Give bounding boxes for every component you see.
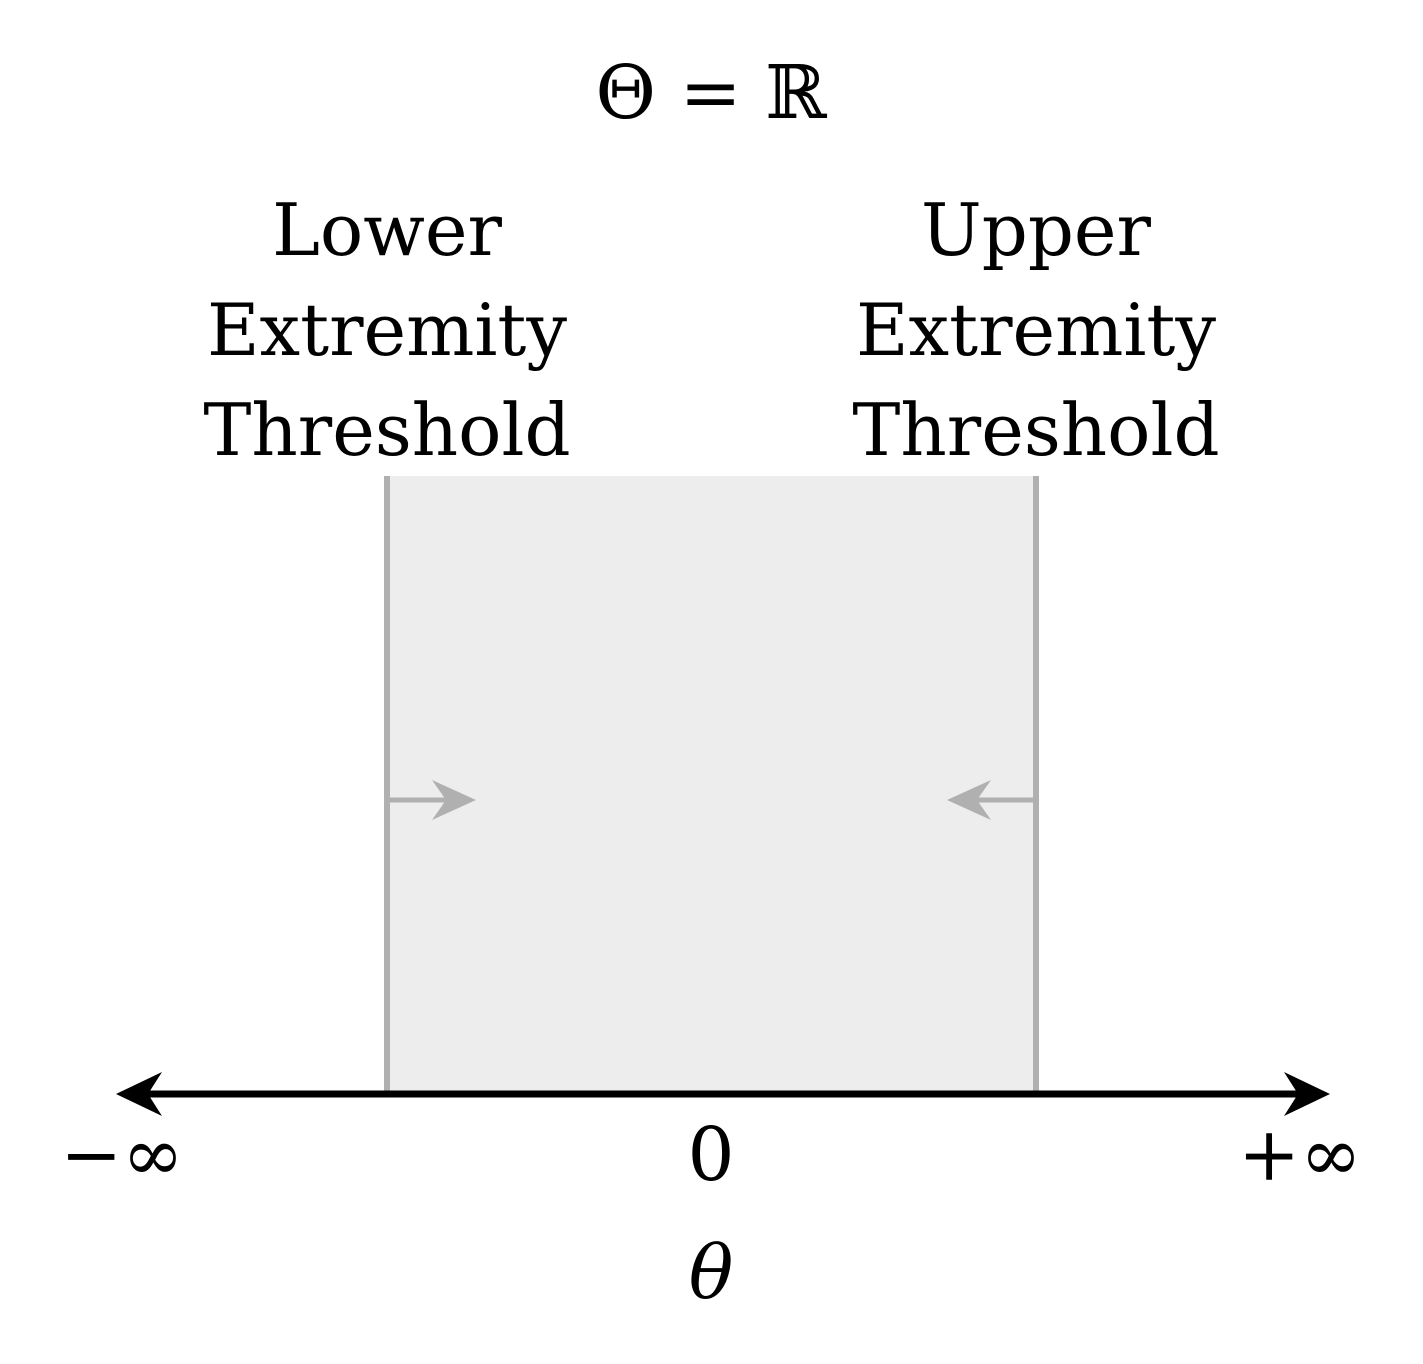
lower-threshold-arrow — [387, 780, 476, 820]
diagram-title: Θ = ℝ — [595, 50, 827, 136]
axis-variable-label: θ — [689, 1230, 734, 1316]
lower-threshold-label: Lower Extremity Threshold — [203, 188, 570, 472]
upper-label-line-1: Upper — [921, 188, 1151, 272]
upper-threshold-arrow — [947, 780, 1036, 820]
axis-right-label: +∞ — [1238, 1112, 1362, 1198]
axis-left-label: −∞ — [60, 1112, 184, 1198]
theta-axis — [116, 1072, 1330, 1116]
lower-label-line-3: Threshold — [203, 388, 570, 472]
lower-label-line-2: Extremity — [207, 288, 567, 372]
upper-threshold-label: Upper Extremity Threshold — [852, 188, 1219, 472]
acceptable-region — [387, 476, 1036, 1094]
upper-label-line-2: Extremity — [856, 288, 1216, 372]
axis-right-arrowhead — [1284, 1072, 1330, 1116]
upper-label-line-3: Threshold — [852, 388, 1219, 472]
axis-center-label: 0 — [687, 1112, 734, 1198]
axis-left-arrowhead — [116, 1072, 162, 1116]
lower-label-line-1: Lower — [272, 188, 502, 272]
